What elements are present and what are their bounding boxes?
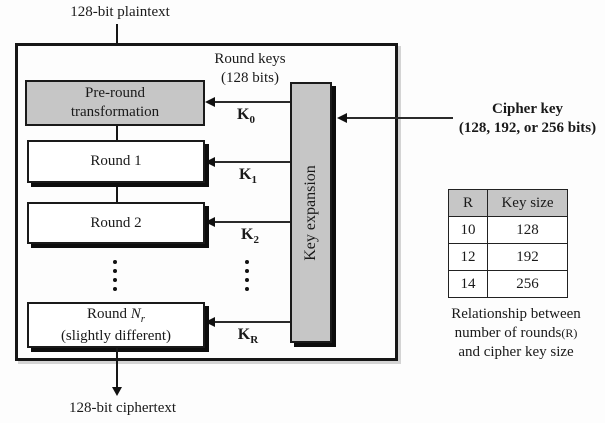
round-nr-line2: (slightly different): [60, 327, 172, 344]
cipher-key-arrow-line: [346, 117, 453, 119]
pre-round-line2: transformation: [70, 104, 160, 120]
k2-main: K: [241, 226, 254, 243]
table-cell-keysize: 256: [487, 270, 568, 298]
table-header-keysize: Key size: [487, 189, 568, 217]
round1-label: Round 1: [90, 153, 142, 170]
arrow-left-icon: [205, 217, 215, 227]
table-cell-keysize: 192: [487, 243, 568, 271]
table-cell-r: 14: [448, 270, 488, 298]
round-nr-var-sub: r: [140, 312, 146, 325]
dot-icon: [245, 287, 249, 291]
ciphertext-label: 128-bit ciphertext: [68, 400, 177, 416]
ciphertext-arrow-line: [116, 348, 118, 388]
pre-round-line1: Pre-round: [85, 85, 145, 102]
caption-line3: and cipher key size: [458, 344, 574, 361]
cipher-key-line2: (128, 192, or 256 bits): [458, 119, 597, 136]
table-row: 10 128: [448, 216, 568, 244]
k1-sub: 1: [251, 174, 257, 187]
arrow-left-icon: [205, 157, 215, 167]
arrow-left-icon: [205, 317, 215, 327]
round-nr-box: Round Nr (slightly different): [27, 302, 205, 348]
table-cell-r: 12: [448, 243, 488, 271]
dot-icon: [113, 269, 117, 273]
k1-arrow-line: [213, 161, 290, 163]
kr-label: KR: [226, 326, 270, 346]
round-nr-line1: Round Nr: [29, 305, 203, 327]
caption-line1: Relationship between: [451, 306, 581, 322]
dot-icon: [113, 278, 117, 282]
arrow-down-icon: [112, 387, 122, 396]
table-row: 14 256: [448, 270, 568, 298]
kr-arrow-line: [213, 321, 290, 323]
round2-label: Round 2: [90, 214, 142, 231]
table-cell-keysize: 128: [487, 216, 568, 244]
dot-icon: [245, 278, 249, 282]
arrow-left-icon: [337, 113, 347, 123]
k0-sub: 0: [249, 114, 255, 127]
caption-line2: number of rounds(R): [422, 324, 605, 343]
caption-line2-main: number of rounds: [454, 325, 562, 342]
round-keys-label-line2: (128 bits): [221, 69, 279, 86]
cipher-key-label: Cipher key (128, 192, or 256 bits): [450, 100, 605, 138]
k2-label: K2: [228, 226, 272, 246]
key-expansion-box: Key expansion: [290, 82, 332, 343]
round-nr-var: N: [130, 305, 141, 322]
arrow-left-icon: [205, 97, 215, 107]
table-caption: Relationship between number of rounds(R)…: [422, 305, 605, 363]
rounds-keysize-table: R Key size 10 128 12 192 14 256: [448, 189, 568, 298]
dot-icon: [113, 287, 117, 291]
k1-main: K: [239, 166, 252, 183]
connector-preround-round1: [116, 126, 118, 140]
table-cell-r: 10: [448, 216, 488, 244]
kr-main: K: [237, 326, 251, 343]
round-keys-label: Round keys (128 bits): [198, 50, 302, 88]
round2-box: Round 2: [27, 202, 205, 244]
round-nr-prefix: Round: [86, 305, 131, 322]
ellipsis-dots-rounds: [113, 260, 117, 291]
k2-sub: 2: [253, 234, 259, 247]
table-header-row: R Key size: [448, 189, 568, 217]
k0-arrow-line: [213, 101, 290, 103]
k1-label: K1: [226, 166, 270, 186]
round-keys-label-line1: Round keys: [214, 51, 286, 67]
cipher-key-line1: Cipher key: [492, 101, 563, 117]
caption-line2-paren: (R): [561, 326, 578, 341]
dot-icon: [113, 260, 117, 264]
dot-icon: [245, 260, 249, 264]
plaintext-label: 128-bit plaintext: [70, 4, 170, 20]
pre-round-transformation-box: Pre-round transformation: [25, 80, 205, 126]
dot-icon: [245, 269, 249, 273]
k2-arrow-line: [213, 221, 290, 223]
round1-box: Round 1: [27, 140, 205, 183]
k0-label: K0: [224, 106, 268, 126]
table-row: 12 192: [448, 243, 568, 271]
connector-round1-round2: [116, 183, 118, 202]
key-expansion-label: Key expansion: [302, 164, 319, 261]
k0-main: K: [237, 106, 250, 123]
table-header-r: R: [448, 189, 488, 217]
ellipsis-dots-keys: [245, 260, 249, 291]
kr-sub: R: [250, 334, 259, 347]
